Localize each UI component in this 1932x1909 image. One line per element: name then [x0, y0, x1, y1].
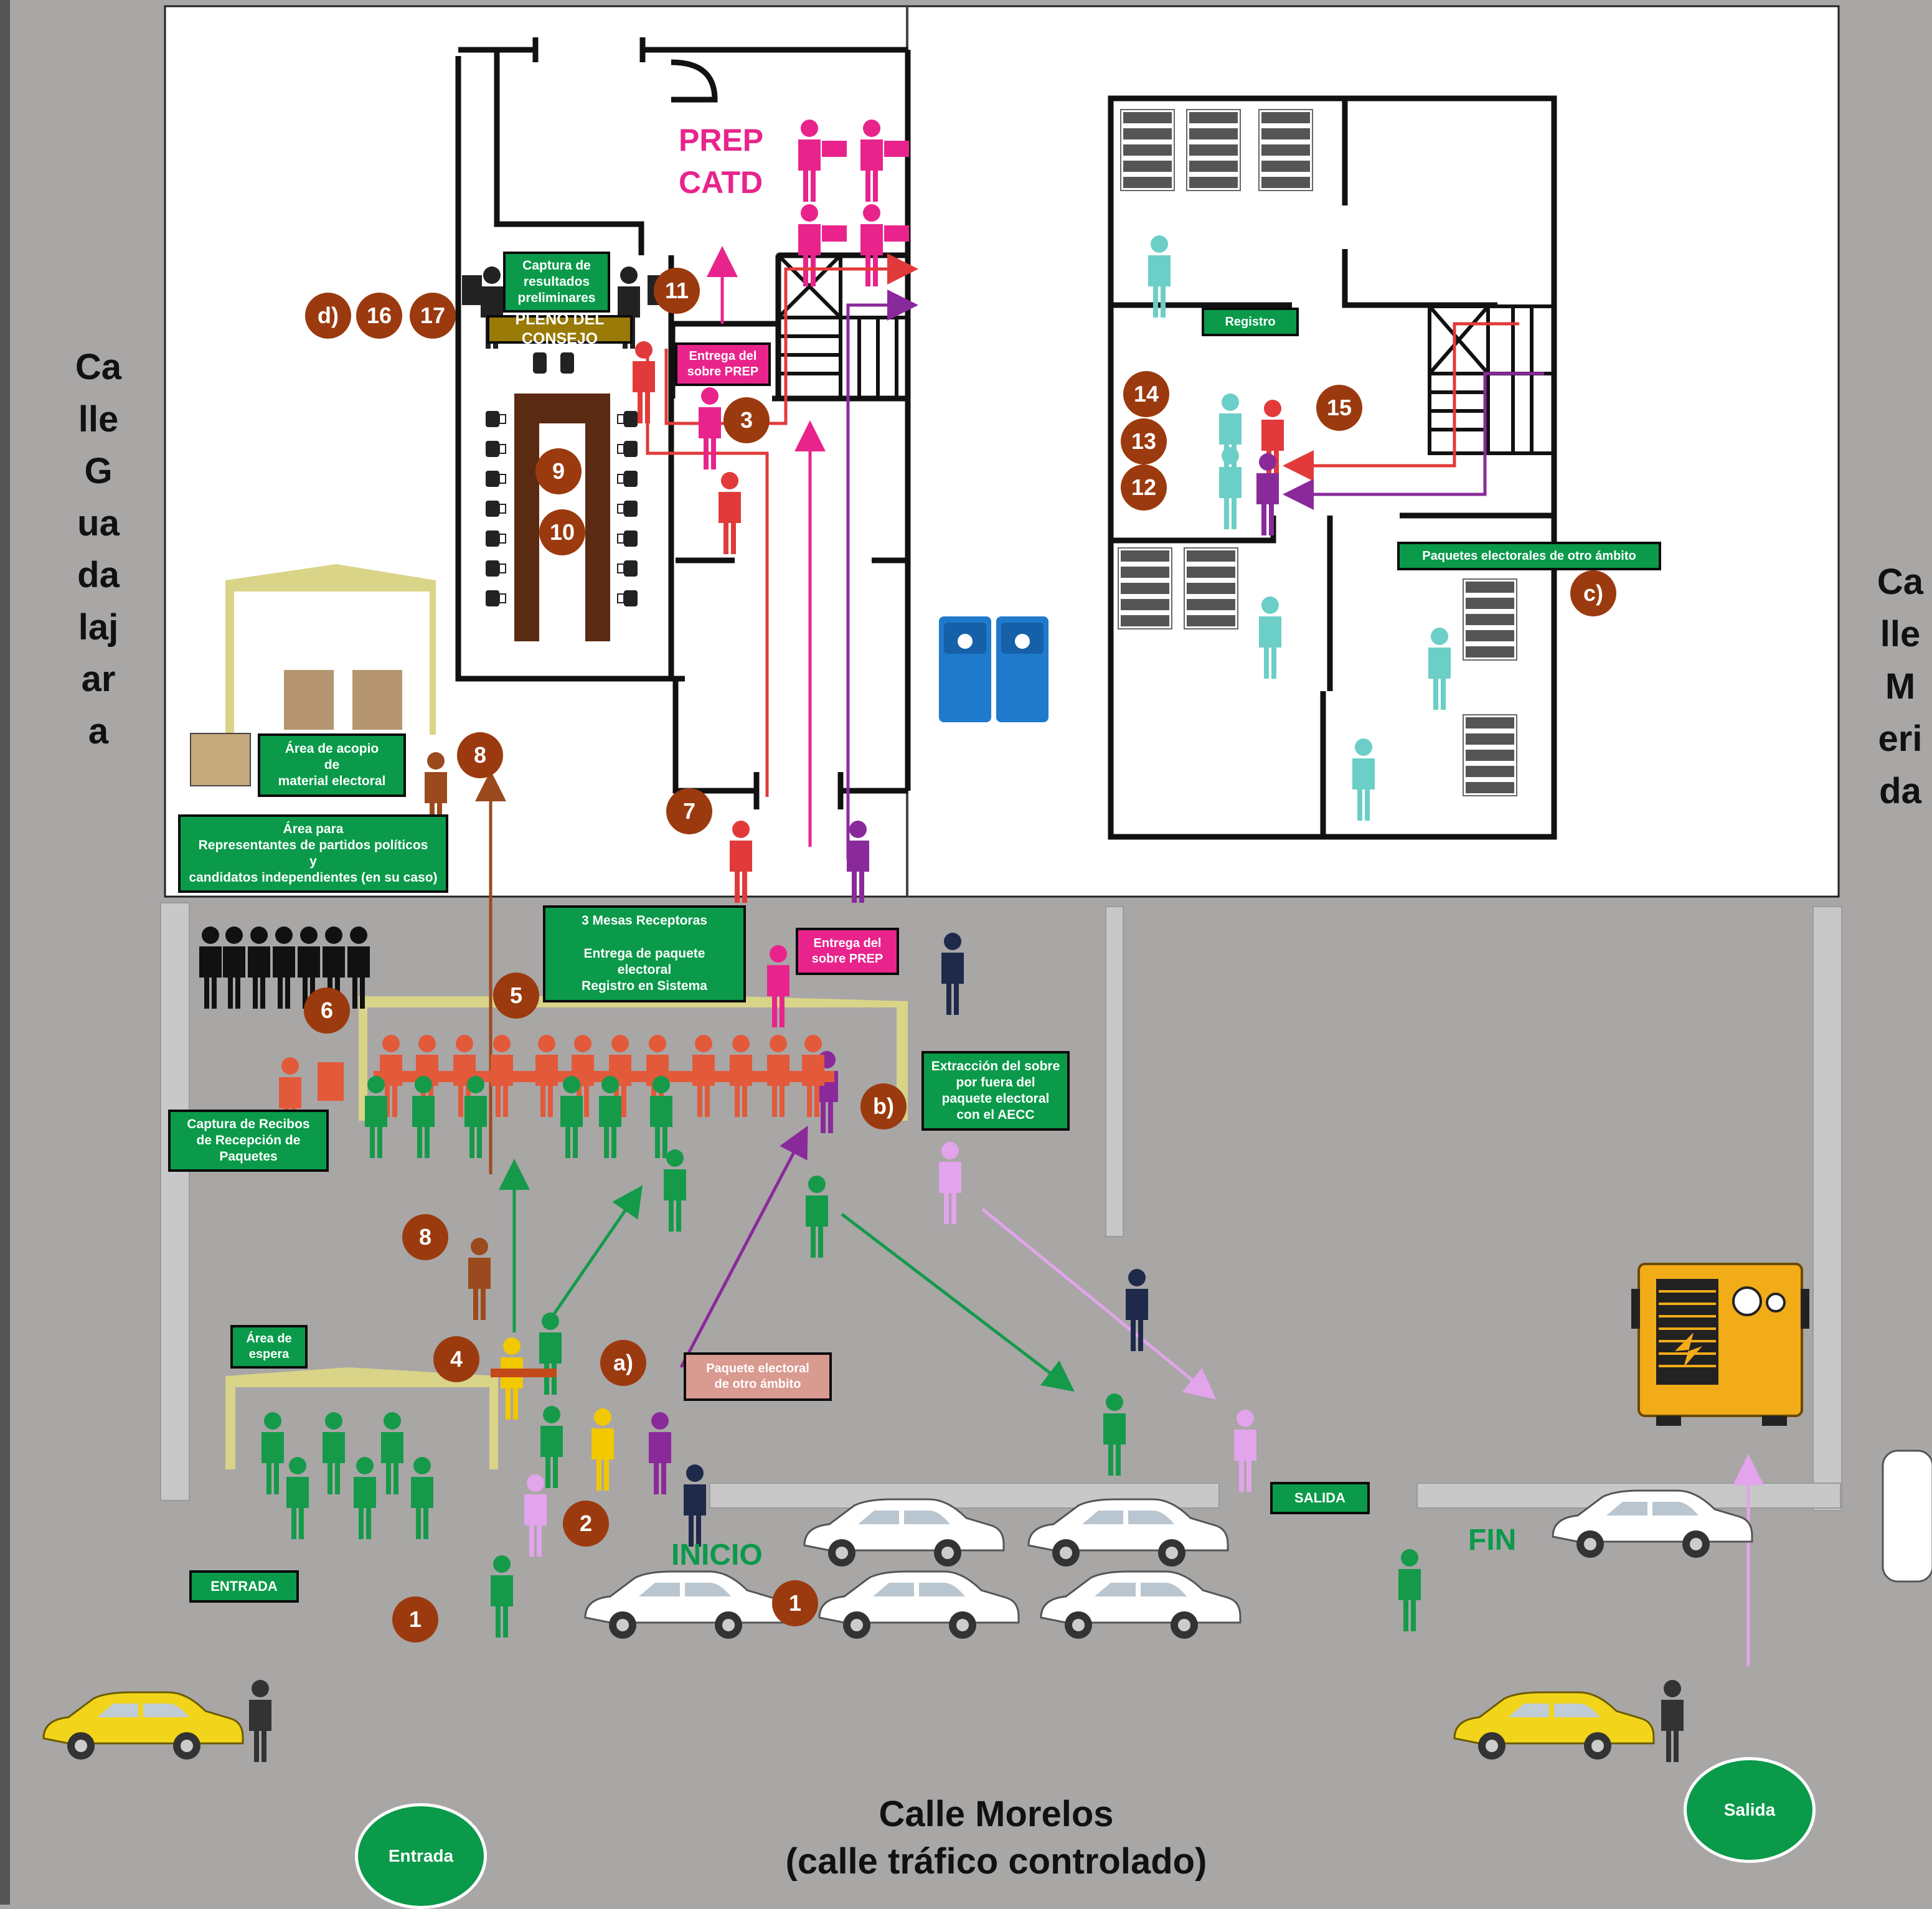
label-paquetes-otro-ambito: Paquetes electorales de otro ámbito: [1397, 542, 1661, 570]
street-left-text: Calle Guadalajara: [75, 347, 122, 752]
tag-salida: SALIDA: [1270, 1482, 1370, 1514]
marker-10: 10: [539, 509, 585, 555]
marker-2: 2: [563, 1501, 609, 1547]
catd-title: CATD: [679, 165, 763, 200]
label-registro: Registro: [1202, 308, 1299, 336]
marker-b: b): [860, 1083, 907, 1129]
street-bottom-line1: Calle Morelos: [879, 1794, 1114, 1834]
label-area-espera: Área de espera: [230, 1325, 308, 1369]
label-extraccion-sobre: Extracción del sobre por fuera del paque…: [921, 1051, 1070, 1131]
marker-11: 11: [654, 268, 700, 314]
marker-12: 12: [1121, 464, 1167, 511]
prep-title: PREP: [679, 123, 764, 158]
marker-d: d): [305, 293, 351, 339]
street-left-name: Calle Guadalajara: [73, 341, 123, 757]
label-captura-recibos: Captura de Recibos de Recepción de Paque…: [168, 1110, 329, 1172]
label-entrega-sobre-prep-top: Entrega del sobre PREP: [675, 342, 771, 386]
marker-7: 7: [666, 788, 712, 834]
label-entrega-sobre-prep-bottom: Entrega del sobre PREP: [796, 928, 899, 975]
marker-4: 4: [433, 1336, 479, 1382]
marker-c: c): [1570, 570, 1616, 616]
marker-17: 17: [410, 293, 456, 339]
tag-entrada: ENTRADA: [189, 1570, 299, 1603]
circle-salida: Salida: [1684, 1757, 1816, 1863]
label-mesas-receptoras: 3 Mesas Receptoras Entrega de paquete el…: [543, 905, 746, 1002]
marker-3: 3: [723, 397, 770, 443]
marker-8-bottom: 8: [402, 1214, 448, 1260]
label-area-acopio: Área de acopio de material electoral: [258, 733, 406, 797]
circle-entrada: Entrada: [355, 1803, 487, 1909]
marker-1-left: 1: [392, 1596, 438, 1643]
marker-8-top: 8: [457, 732, 503, 778]
street-right-text: Calle Merida: [1877, 562, 1924, 811]
marker-16: 16: [356, 293, 402, 339]
marker-9: 9: [535, 448, 582, 494]
marker-5: 5: [493, 973, 539, 1019]
label-inicio: INICIO: [671, 1539, 763, 1572]
marker-1-right: 1: [772, 1580, 818, 1626]
marker-a: a): [600, 1340, 646, 1386]
street-bottom-line2: (calle tráfico controlado): [785, 1841, 1207, 1882]
marker-6: 6: [304, 987, 350, 1034]
marker-14: 14: [1123, 371, 1169, 417]
label-paquete-otro-ambito: Paquete electoral de otro ámbito: [684, 1352, 832, 1401]
marker-13: 13: [1121, 418, 1167, 464]
label-area-representantes: Área para Representantes de partidos pol…: [178, 814, 448, 893]
label-pleno-consejo: PLENO DEL CONSEJO: [487, 311, 633, 347]
street-right-name: Calle Merida: [1875, 556, 1925, 818]
marker-15: 15: [1316, 385, 1362, 431]
label-captura-resultados: Captura de resultados preliminares: [503, 252, 610, 313]
label-fin: FIN: [1468, 1524, 1517, 1557]
